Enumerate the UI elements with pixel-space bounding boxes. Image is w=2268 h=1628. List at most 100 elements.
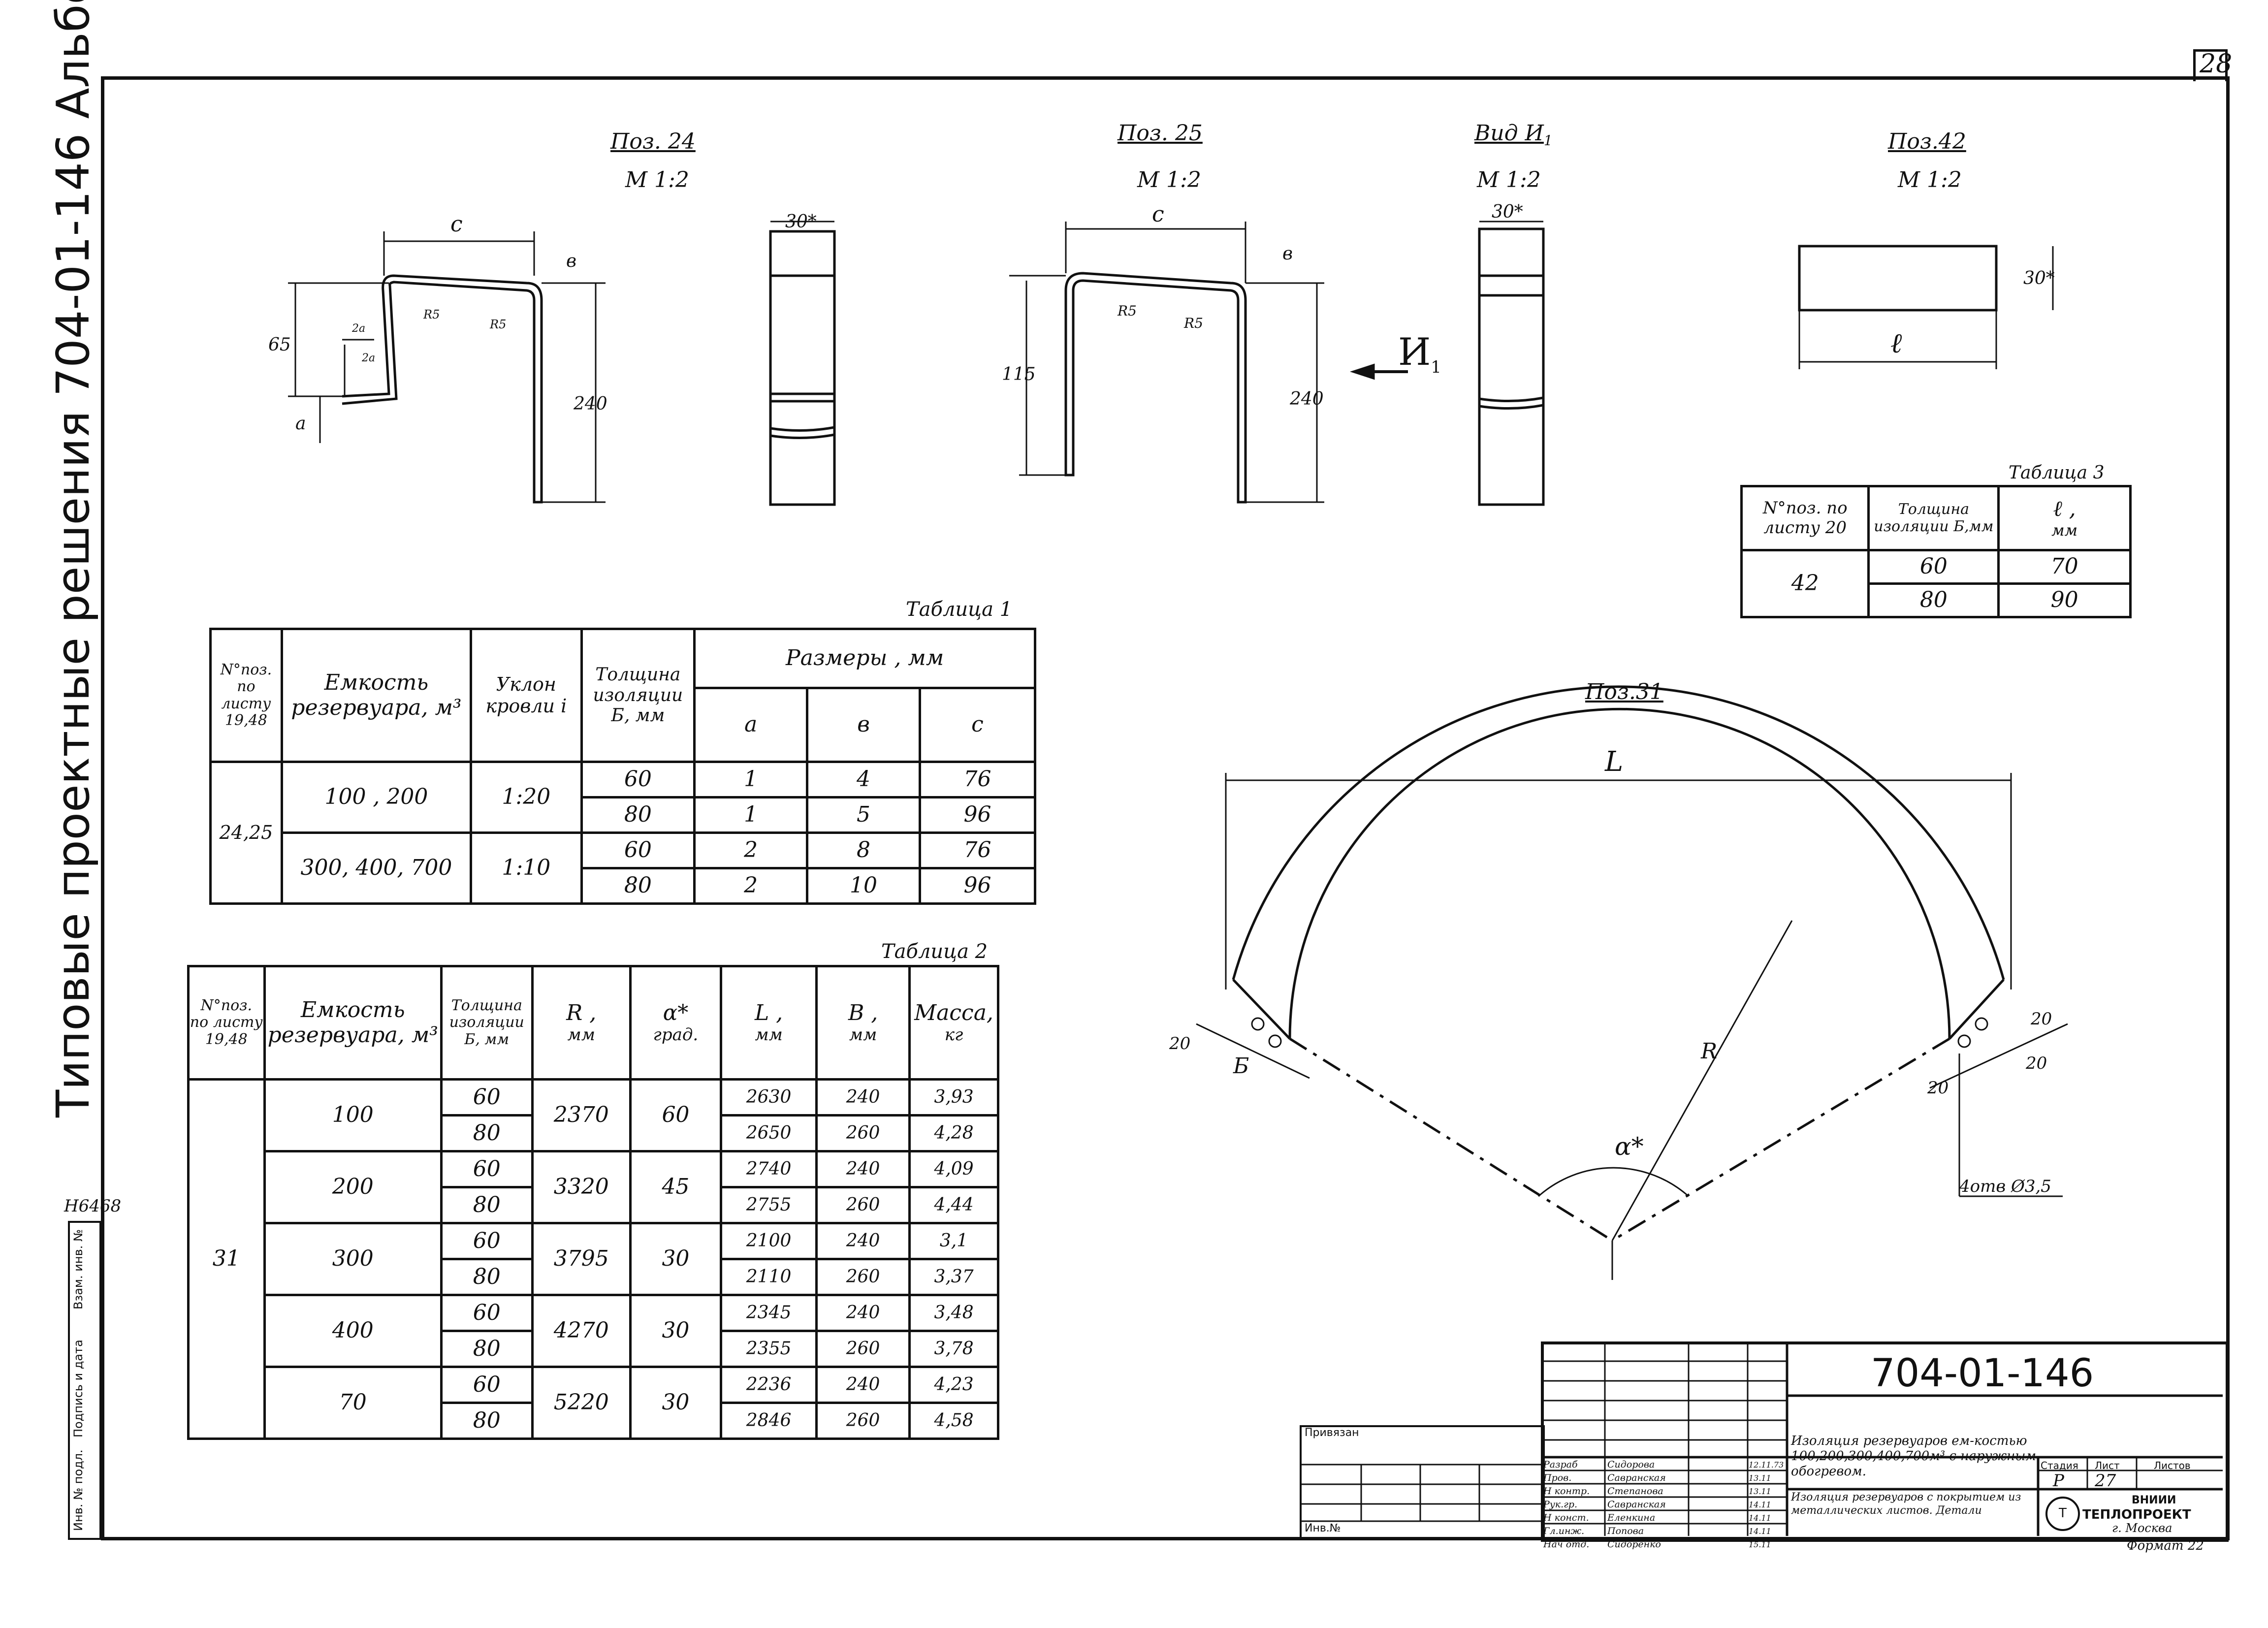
t2-L: 2100 [720,1222,818,1260]
poz31-arc [1196,685,2068,1280]
poz31-dim20-4: 20 [2026,1053,2047,1073]
vid-side [1349,221,1545,506]
tb-date: 14.11 [1749,1513,1771,1523]
t2-thick: 80 [440,1402,534,1440]
poz42-rect [1798,245,2054,369]
t1-cell: 76 [919,761,1036,798]
t1-h-b: в [806,687,921,763]
t2-R: 5220 [531,1366,632,1440]
t2-L: 2110 [720,1258,818,1296]
tb-org-logo-icon: Т [2045,1497,2080,1531]
poz31-dim20-2: 20 [2031,1009,2052,1029]
table2-caption: Таблица 2 [881,940,988,963]
t2-mass: 3,93 [908,1078,999,1117]
t2-R: 3320 [531,1150,632,1224]
privyazan-box [1300,1425,1545,1540]
t1-cell: 10 [806,867,921,905]
t1-h-sizes: Размеры , мм [693,628,1036,689]
title-block [1541,1341,2229,1542]
tb-name: Еленкина [1607,1512,1656,1523]
poz42-title: Поз.42 [1888,129,1966,154]
t2-cap: 300 [263,1222,443,1296]
poz24-dim-a: а [295,414,306,434]
tb-name: Сидорова [1607,1459,1655,1470]
t2-alpha: 45 [629,1150,723,1224]
t1-cap-1: 300, 400, 700 [280,831,473,905]
t3-pos: 42 [1740,549,1870,618]
t2-B: 260 [815,1186,911,1224]
t2-L: 2345 [720,1294,818,1332]
t2-thick: 60 [440,1366,534,1404]
t1-cell: 96 [919,867,1036,905]
t2-thick: 60 [440,1078,534,1117]
t2-R: 3795 [531,1222,632,1296]
table1: N°поз. по листу 19,48 Емкость резервуара… [209,628,1036,905]
t2-thick: 80 [440,1186,534,1224]
side-code: Н6468 [64,1196,122,1216]
side-stamp-box [68,1221,101,1540]
tb-city: г. Москва [2112,1521,2172,1535]
t3-cell: 60 [1867,549,2000,585]
poz24-title: Поз. 24 [610,129,696,154]
t2-B: 260 [815,1114,911,1152]
tb-date: 15.11 [1749,1540,1771,1549]
poz25-r5-2: R5 [1184,315,1203,331]
vid-arrow-label: И1 [1398,330,1441,377]
tb-role: Гл.инж. [1543,1526,1585,1536]
vid-title: Вид И1 [1474,121,1553,149]
tb-org1: ВНИИИ [2132,1494,2176,1506]
poz25-scale: М 1:2 [1137,167,1201,192]
t2-h-cap: Емкость резервуара, м³ [263,965,443,1081]
t2-mass: 3,48 [908,1294,999,1332]
poz31-holes: 4отв Ø3,5 [1959,1177,2051,1196]
t2-L: 2846 [720,1402,818,1440]
t2-B: 260 [815,1402,911,1440]
tb-name: Савранская [1607,1499,1666,1510]
t2-cap: 400 [263,1294,443,1368]
poz24-dim-2a-1: 2а [352,322,366,335]
t2-L: 2650 [720,1114,818,1152]
t2-h-alpha-unit: град. [653,1025,699,1045]
t2-h-R-unit: мм [567,1025,595,1045]
tb-stage-label: Стадия [2041,1460,2078,1471]
t2-h-B-label: В , [848,1000,878,1025]
t1-h-c: с [919,687,1036,763]
tb-format: Формат 22 [2127,1538,2204,1553]
poz24-dim-65: 65 [268,335,291,355]
t1-cell: 60 [580,761,696,798]
t2-mass: 4,58 [908,1402,999,1440]
t2-h-pos: N°поз. по листу 19,48 [187,965,266,1081]
tb-role: Разраб [1543,1459,1578,1470]
t2-h-B: В ,мм [815,965,911,1081]
table1-caption: Таблица 1 [906,598,1013,621]
t1-cell: 80 [580,867,696,905]
t2-B: 240 [815,1078,911,1117]
t2-thick: 60 [440,1222,534,1260]
tb-sheet-label: Лист [2095,1460,2120,1471]
poz25-dim-115: 115 [1002,364,1036,384]
t2-alpha: 30 [629,1222,723,1296]
t1-cap-0: 100 , 200 [280,761,473,834]
poz25-dim-c: с [1152,202,1164,227]
t2-mass: 4,44 [908,1186,999,1224]
sheet-number-box [2193,49,2228,81]
t3-cell: 90 [1997,582,2132,618]
poz31-title: Поз.31 [1585,679,1663,704]
t1-cell: 96 [919,796,1036,834]
tb-date: 13.11 [1749,1487,1771,1496]
t2-B: 240 [815,1222,911,1260]
title-block-grid [1541,1341,2223,1536]
tb-org2: ТЕПЛОПРОЕКТ [2082,1507,2191,1522]
tb-sheets-label: Листов [2154,1460,2191,1471]
t2-mass: 4,28 [908,1114,999,1152]
poz25-r5-1: R5 [1118,303,1137,319]
tb-date: 14.11 [1749,1527,1771,1536]
t1-h-pos: N°поз. по листу 19,48 [209,628,283,763]
t1-h-thick: Толщина изоляции Б, мм [580,628,696,763]
tb-name: Сидоренко [1607,1539,1661,1550]
t2-mass: 3,78 [908,1330,999,1368]
tb-date: 14.11 [1749,1500,1771,1509]
poz42-dim-l: ℓ [1890,327,1902,359]
t2-h-R: R ,мм [531,965,632,1081]
